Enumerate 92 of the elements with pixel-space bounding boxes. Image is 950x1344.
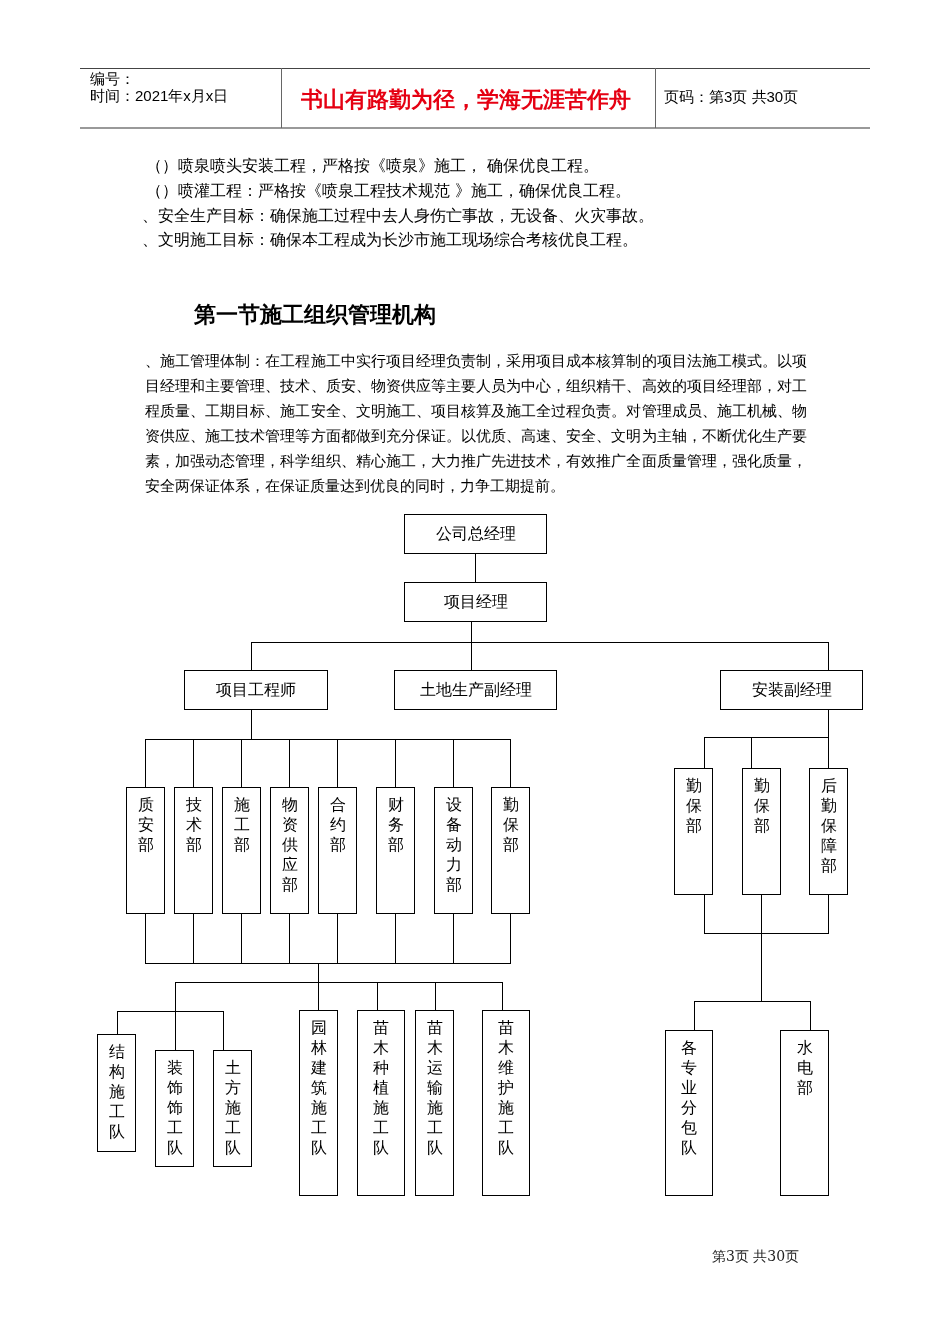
date-text: 时间：2021年x月x日 [90, 87, 229, 106]
department-box: 合约部 [318, 787, 357, 914]
connector-line [289, 963, 319, 964]
department-box: 财务部 [376, 787, 415, 914]
connector-line [761, 933, 762, 1002]
department-box: 勤保部 [491, 787, 530, 914]
position-box: 项目经理 [404, 582, 547, 622]
page-number-text: 页码：第3页 共30页 [664, 88, 799, 107]
connector-line [289, 739, 338, 740]
connector-line [694, 1001, 762, 1031]
list-item-text: （）喷泉喷头安装工程，严格按《喷泉》施工， 确保优良工程。 [146, 157, 599, 177]
connector-line [435, 982, 503, 1011]
connector-line [337, 914, 338, 964]
connector-line [435, 982, 436, 1011]
motto-text: 书山有路勤为径，学海无涯苦作舟 [301, 86, 631, 114]
connector-line [193, 739, 194, 788]
list-item-text: （）喷灌工程：严格按《喷泉工程技术规范 》施工，确保优良工程。 [146, 182, 631, 202]
team-box: 苗木维护施工队 [482, 1010, 530, 1196]
team-box: 装饰饰工队 [155, 1050, 194, 1167]
team-box: 水电部 [780, 1030, 829, 1196]
connector-line [117, 1011, 176, 1035]
header-label: 编号： [90, 70, 135, 88]
connector-line [241, 739, 242, 788]
position-box: 安装副经理 [720, 670, 863, 710]
connector-line [193, 963, 242, 964]
connector-line [761, 895, 762, 934]
connector-line [318, 963, 319, 983]
connector-line [761, 1001, 811, 1031]
connector-line [193, 739, 242, 740]
connector-line [471, 642, 472, 671]
connector-line [471, 622, 472, 643]
body-paragraph: 、施工管理体制：在工程施工中实行项目经理负责制，采用项目成本核算制的项目法施工模式。以项目经理和主要管理、技术、质安、物资供应等主要人员为中心，组织精干、高效的项目经理部，对工程质量、工期目标、施工安全、文明施工、项目核算及施工全过程负责。对管理成员、施工机械、物资供应、施工技术管理等方面都做到充分保证。以优质、高速、安全、文明为主轴，不断优化生产要素，加强动态管理，科学组织、精心施工，大力推广先进技术，有效推广全面质量管理，强化质量，安全两保证体系，在保证质量达到优良的同时，力争工期提前。 [145, 351, 807, 496]
team-box: 苗木运输施工队 [415, 1010, 454, 1196]
department-box: 物资供应部 [270, 787, 309, 914]
connector-line [241, 739, 252, 740]
connector-line [828, 737, 829, 769]
connector-line [751, 737, 752, 769]
connector-line [289, 739, 290, 788]
connector-line [395, 739, 396, 788]
connector-line [318, 982, 378, 983]
connector-line [318, 963, 338, 964]
connector-line [453, 914, 454, 964]
list-item-text: 、安全生产目标：确保施工过程中去人身伤亡事故，无设备、火灾事故。 [142, 207, 654, 227]
position-box: 项目工程师 [184, 670, 328, 710]
connector-line [145, 739, 194, 788]
connector-line [241, 914, 242, 964]
connector-line [175, 1011, 224, 1051]
department-box: 质安部 [126, 787, 165, 914]
connector-line [175, 1011, 176, 1051]
connector-line [751, 737, 829, 738]
connector-line [471, 642, 829, 671]
department-box: 后勤保障部 [809, 768, 848, 895]
connector-line [145, 914, 194, 964]
team-box: 土方施工队 [213, 1050, 252, 1167]
connector-line [241, 963, 290, 964]
connector-line [337, 963, 396, 964]
connector-line [377, 982, 378, 1011]
connector-line [453, 914, 511, 964]
connector-line [251, 710, 252, 740]
connector-line [395, 963, 454, 964]
page-footer: 第3页 共30页 [712, 1248, 800, 1266]
team-box: 各专业分包队 [665, 1030, 713, 1196]
department-box: 技术部 [174, 787, 213, 914]
connector-line [475, 554, 476, 583]
position-box: 公司总经理 [404, 514, 547, 554]
connector-line [337, 739, 338, 788]
connector-line [175, 982, 319, 1012]
team-box: 苗木种植施工队 [357, 1010, 405, 1196]
connector-line [377, 982, 436, 983]
connector-line [395, 914, 396, 964]
connector-line [761, 895, 829, 934]
connector-line [251, 739, 290, 740]
connector-line [704, 737, 752, 769]
connector-line [193, 914, 194, 964]
connector-line [251, 642, 472, 671]
connector-line [828, 710, 829, 738]
connector-line [704, 895, 762, 934]
connector-line [289, 914, 290, 964]
connector-line [395, 739, 454, 740]
department-box: 设备动力部 [434, 787, 473, 914]
connector-line [337, 739, 396, 740]
department-box: 勤保部 [674, 768, 713, 895]
section-heading: 第一节施工组织管理机构 [194, 301, 436, 329]
team-box: 结构施工队 [97, 1034, 136, 1152]
connector-line [453, 739, 454, 788]
list-item-text: 、文明施工目标：确保本工程成为长沙市施工现场综合考核优良工程。 [142, 231, 638, 251]
position-box: 土地生产副经理 [394, 670, 557, 710]
connector-line [453, 739, 511, 788]
department-box: 施工部 [222, 787, 261, 914]
team-box: 园林建筑施工队 [299, 1010, 338, 1196]
connector-line [318, 982, 319, 1011]
department-box: 勤保部 [742, 768, 781, 895]
